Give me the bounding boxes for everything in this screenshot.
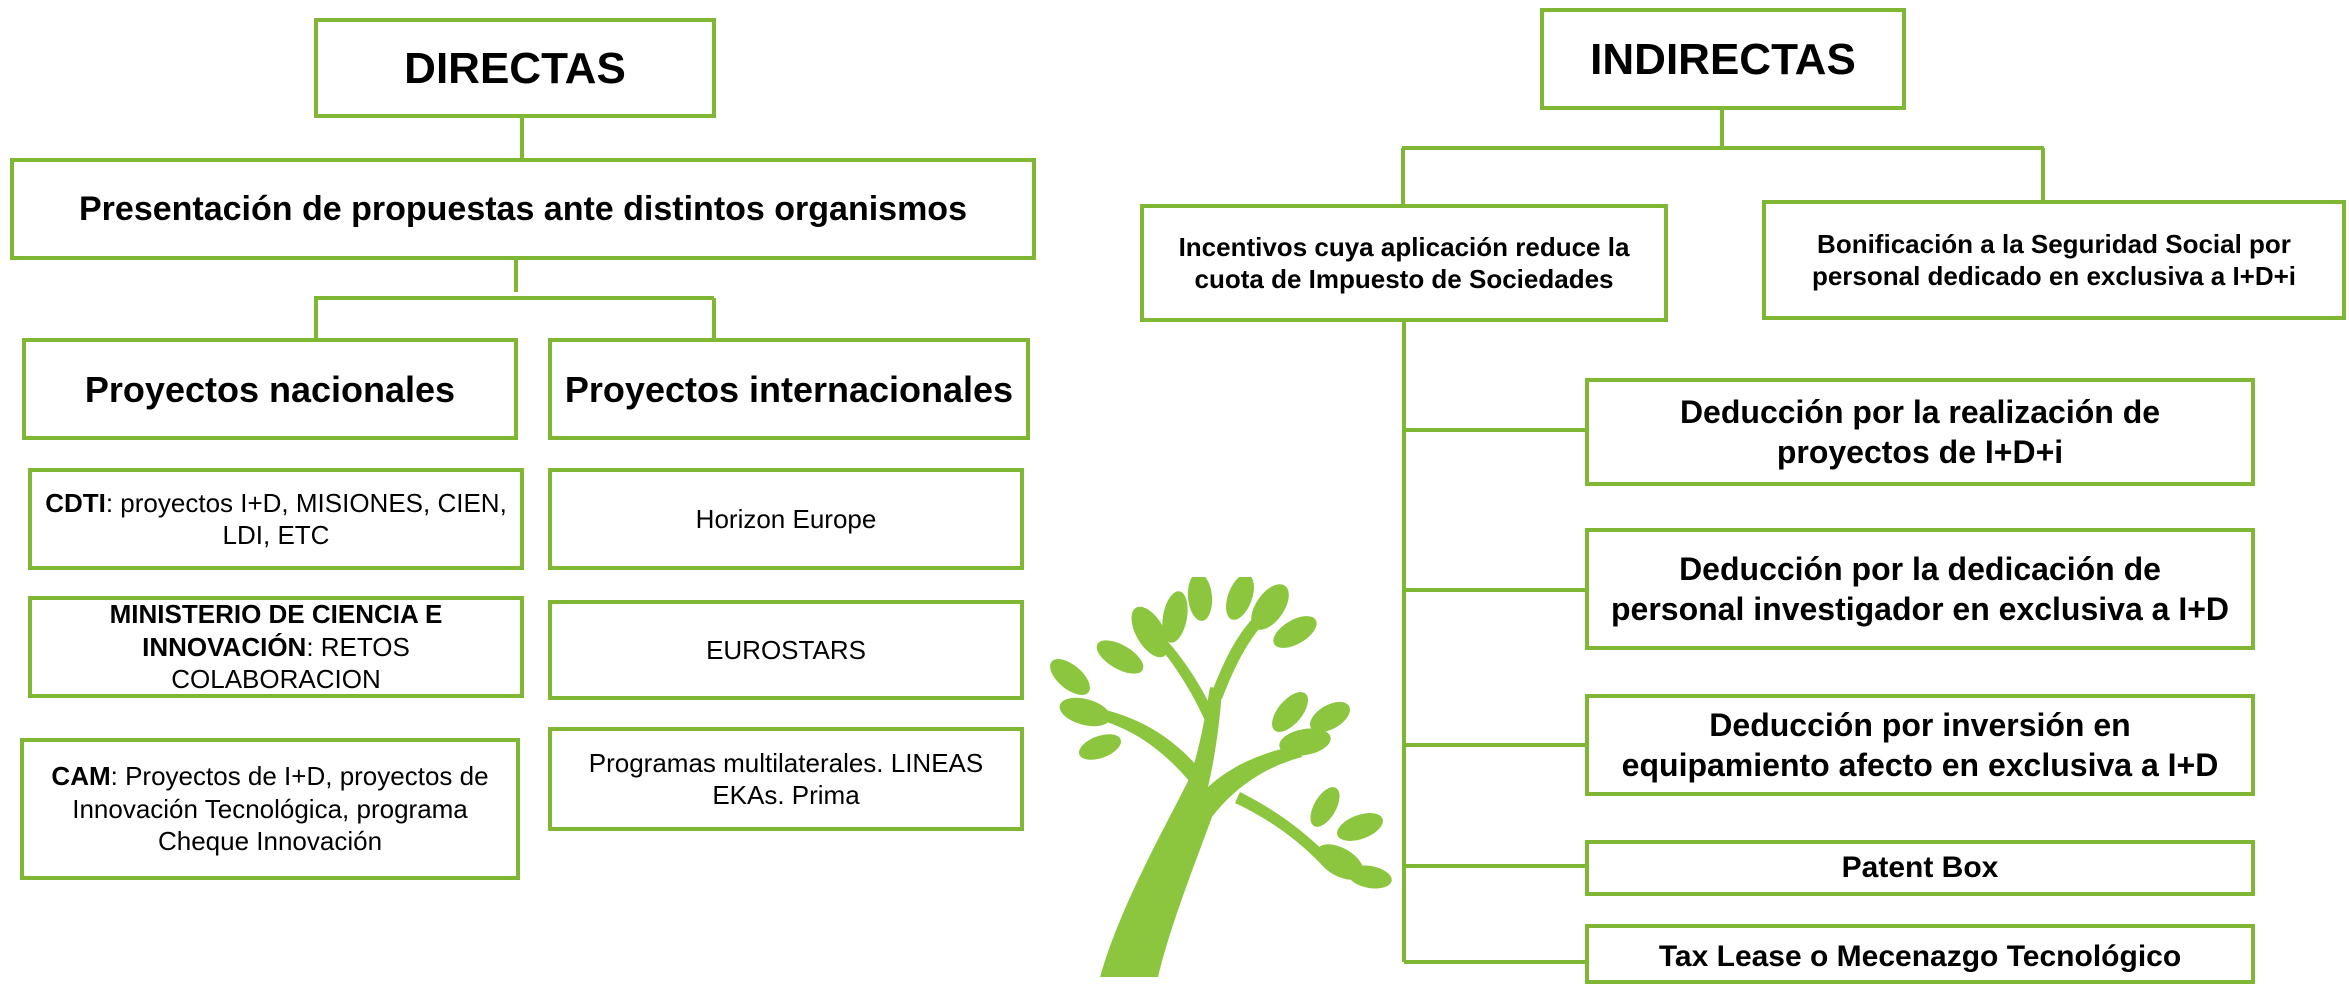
eurostars-box: EUROSTARS: [548, 600, 1024, 700]
directas-title: DIRECTAS: [314, 18, 716, 118]
cam-box: CAM: Proyectos de I+D, proyectos de Inno…: [20, 738, 520, 880]
cdti-label: CDTI: [45, 487, 106, 518]
bonificacion-box: Bonificación a la Seguridad Social por p…: [1762, 200, 2346, 320]
proyectos-nacionales-box: Proyectos nacionales: [22, 338, 518, 440]
indirectas-title: INDIRECTAS: [1540, 8, 1906, 110]
deduccion-equipamiento-box: Deducción por inversión en equipamiento …: [1585, 694, 2255, 796]
tree-illustration: [1050, 577, 1392, 977]
cdti-box: CDTI: proyectos I+D, MISIONES, CIEN, LDI…: [28, 468, 524, 570]
ministerio-box: MINISTERIO DE CIENCIA E INNOVACIÓN: RETO…: [28, 596, 524, 698]
ministerio-label: MINISTERIO DE CIENCIA E INNOVACIÓN: [109, 599, 443, 662]
cdti-text: : proyectos I+D, MISIONES, CIEN, LDI, ET…: [105, 487, 507, 551]
presentacion-box: Presentación de propuestas ante distinto…: [10, 158, 1036, 260]
deduccion-personal-box: Deducción por la dedicación de personal …: [1585, 528, 2255, 650]
deduccion-proyectos-box: Deducción por la realización de proyecto…: [1585, 378, 2255, 486]
patent-box: Patent Box: [1585, 840, 2255, 896]
cam-text: : Proyectos de I+D, proyectos de Innovac…: [72, 761, 489, 857]
tax-lease-box: Tax Lease o Mecenazgo Tecnológico: [1585, 924, 2255, 984]
programas-multilaterales-box: Programas multilaterales. LINEAS EKAs. P…: [548, 727, 1024, 831]
proyectos-internacionales-box: Proyectos internacionales: [548, 338, 1030, 440]
incentivos-box: Incentivos cuya aplicación reduce la cuo…: [1140, 204, 1668, 322]
ministerio-text: : RETOS COLABORACION: [171, 631, 410, 695]
cam-label: CAM: [51, 761, 111, 792]
horizon-europe-box: Horizon Europe: [548, 468, 1024, 570]
